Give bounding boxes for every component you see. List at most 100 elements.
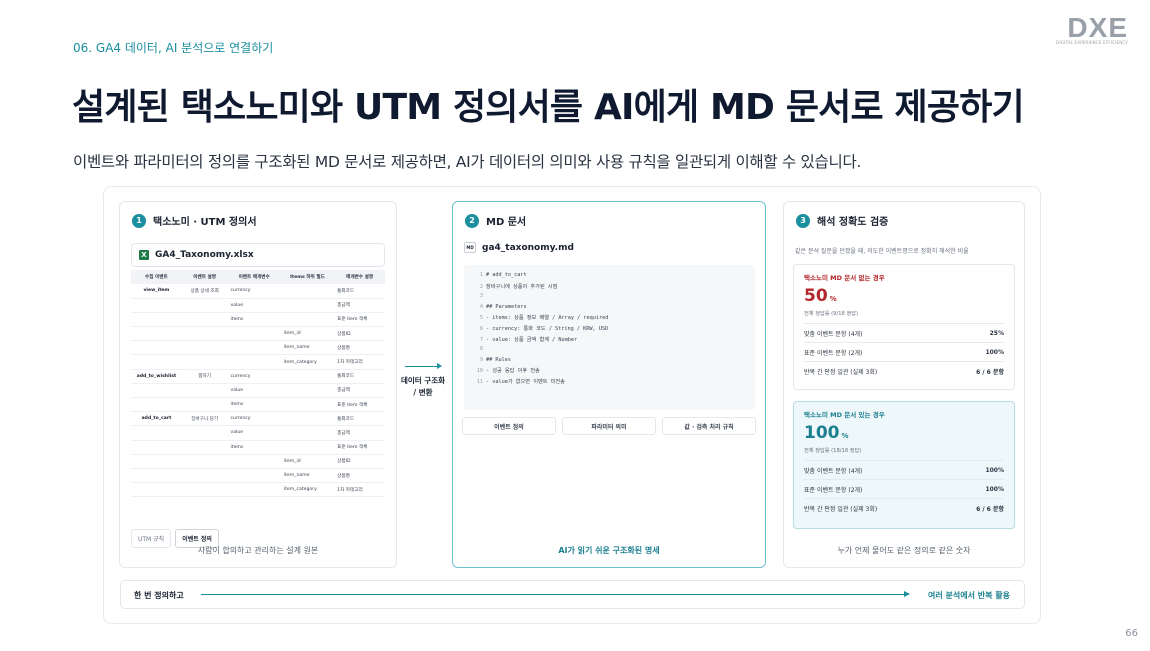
table-cell [181, 298, 228, 313]
table-cell [181, 425, 228, 441]
table-cell: 상품명 [334, 468, 385, 484]
result-row-label: 맞춤 이벤트 문항 (4개) [804, 330, 863, 338]
result-row-label: 반복 간 판정 일관 (실제 3회) [804, 368, 878, 376]
table-cell: 장바구니 담기 [181, 411, 228, 427]
table-cell [227, 454, 281, 469]
line-number: 6 [479, 325, 483, 332]
table-cell: 총금액 [334, 383, 385, 399]
table-header-cell: Items 하위 필드 [280, 270, 335, 284]
page-title: 설계된 택소노미와 UTM 정의서를 AI에게 MD 문서로 제공하기 [72, 87, 1025, 128]
result-head: 택소노미 MD 문서 없는 경우 [804, 274, 885, 282]
code-line: 6- currency: 통화 코드 / String / KRW, USD [474, 325, 755, 336]
table-cell [227, 482, 281, 498]
table-cell [181, 340, 228, 356]
md-document-card: 2 MD 문서 MD ga4_taxonomy.md 1# add_to_car… [452, 201, 766, 568]
table-cell: 표준 item 객체 [334, 440, 385, 455]
table-cell [280, 383, 335, 399]
result-with-md: 택소노미 MD 문서 있는 경우 100% 전체 정답률 (18/18 정답) … [793, 401, 1015, 529]
table-cell [131, 468, 182, 484]
table-cell [131, 326, 182, 342]
result-percent: 100% [804, 423, 849, 443]
table-cell: 총금액 [334, 425, 385, 441]
result-row-label: 표준 이벤트 문항 (2개) [804, 486, 863, 494]
table-header-cell: 이벤트 매개변수 [227, 270, 281, 284]
step-number: 1 [132, 213, 146, 228]
logo-mark: DXE [1067, 12, 1128, 43]
line-number: 11 [476, 378, 483, 385]
table-cell [280, 312, 335, 328]
result-row-value: 100% [985, 466, 1004, 474]
code-text: - value가 없으면 이벤트 미전송 [486, 378, 565, 385]
transform-arrow: 데이터 구조화 / 변환 [398, 363, 448, 399]
result-row: 표준 이벤트 문항 (2개)100% [804, 342, 1004, 361]
table-cell [280, 425, 335, 441]
table-cell: 찜하기 [181, 369, 228, 384]
table-cell [181, 312, 228, 328]
value-rules-button[interactable]: 값 · 검측 처리 규칙 [662, 417, 756, 435]
code-line: 5- items: 상품 정보 배열 / Array / required [474, 314, 755, 325]
table-cell [227, 340, 281, 356]
code-line: 9## Rules [474, 357, 755, 368]
code-text: - items: 상품 정보 배열 / Array / required [486, 315, 609, 322]
tab-utm-rules[interactable]: UTM 규칙 [131, 529, 172, 548]
event-definition-button[interactable]: 이벤트 정의 [462, 417, 556, 435]
code-text: ## Rules [486, 356, 511, 363]
table-cell [131, 340, 182, 356]
table-cell [131, 383, 182, 399]
bottom-summary-bar: 한 번 정의하고 여러 분석에서 반복 활용 [120, 580, 1025, 609]
line-number: 2 [479, 283, 483, 290]
table-cell: 상품명 [334, 340, 385, 356]
table-cell [280, 440, 335, 455]
table-cell [227, 354, 281, 370]
table-cell: 통화코드 [334, 284, 385, 299]
table-cell: 상품ID [334, 326, 385, 342]
line-number: 4 [479, 303, 483, 310]
tab-event-definition[interactable]: 이벤트 정의 [175, 529, 219, 548]
line-number: 1 [479, 272, 483, 278]
taxonomy-card-footer: 사람이 합의하고 관리하는 설계 원본 [197, 546, 319, 555]
table-cell [181, 326, 228, 342]
page-number: 66 [1125, 628, 1138, 639]
result-without-md: 택소노미 MD 문서 없는 경우 50% 전체 정답률 (9/18 정답) 맞춤… [793, 264, 1015, 390]
table-cell: items [227, 397, 281, 413]
table-cell: add_to_wishlist [131, 369, 182, 384]
result-row-value: 6 / 6 문항 [976, 505, 1004, 513]
xlsx-file-bar[interactable]: X GA4_Taxonomy.xlsx [131, 243, 385, 267]
result-row: 표준 이벤트 문항 (2개) 100% [804, 479, 1004, 498]
code-text: # add_to_cart [486, 272, 527, 278]
result-row-label: 표준 이벤트 문항 (2개) [804, 349, 863, 357]
table-cell: value [227, 425, 281, 441]
code-line: 11- value가 없으면 이벤트 미전송 [474, 378, 755, 389]
table-row: value 총금액 [131, 425, 385, 441]
result-row: 맞춤 이벤트 문항 (4개)25% [804, 323, 1004, 342]
md-card-header: 2 MD 문서 [465, 213, 526, 228]
table-cell: 총금액 [334, 298, 385, 313]
accuracy-description: 같은 분석 질문을 던졌을 때, 의도한 이벤트명으로 정확히 해석한 비율 [795, 248, 969, 255]
code-text: - currency: 통화 코드 / String / KRW, USD [486, 325, 609, 332]
table-cell [131, 425, 182, 441]
md-file-label: MD ga4_taxonomy.md [464, 242, 574, 253]
result-percent: 50% [804, 286, 837, 306]
result-row: 반복 간 판정 일관 (실제 3회)6 / 6 문항 [804, 361, 1004, 380]
logo-subtitle: DIGITAL EXPERIENCE EFFICIENCY [1056, 40, 1128, 45]
parameter-meaning-button[interactable]: 파라미터 의미 [562, 417, 656, 435]
result-row: 맞춤 이벤트 문항 (4개)100% [804, 460, 1004, 479]
table-cell [227, 468, 281, 484]
result-row: 반복 간 판정 일관 (실제 3회)6 / 6 문항 [804, 498, 1004, 517]
sheet-tabs: UTM 규칙 이벤트 정의 [131, 529, 219, 548]
table-header-cell: 매개변수 설명 [334, 270, 385, 284]
accuracy-card: 3 해석 정확도 검증 같은 분석 질문을 던졌을 때, 의도한 이벤트명으로 … [783, 201, 1025, 568]
result-row-value: 100% [985, 485, 1004, 493]
table-cell [181, 454, 228, 469]
table-cell [280, 369, 335, 384]
table-cell: 표준 item 객체 [334, 312, 385, 328]
code-text: ## Parameters [486, 303, 527, 310]
